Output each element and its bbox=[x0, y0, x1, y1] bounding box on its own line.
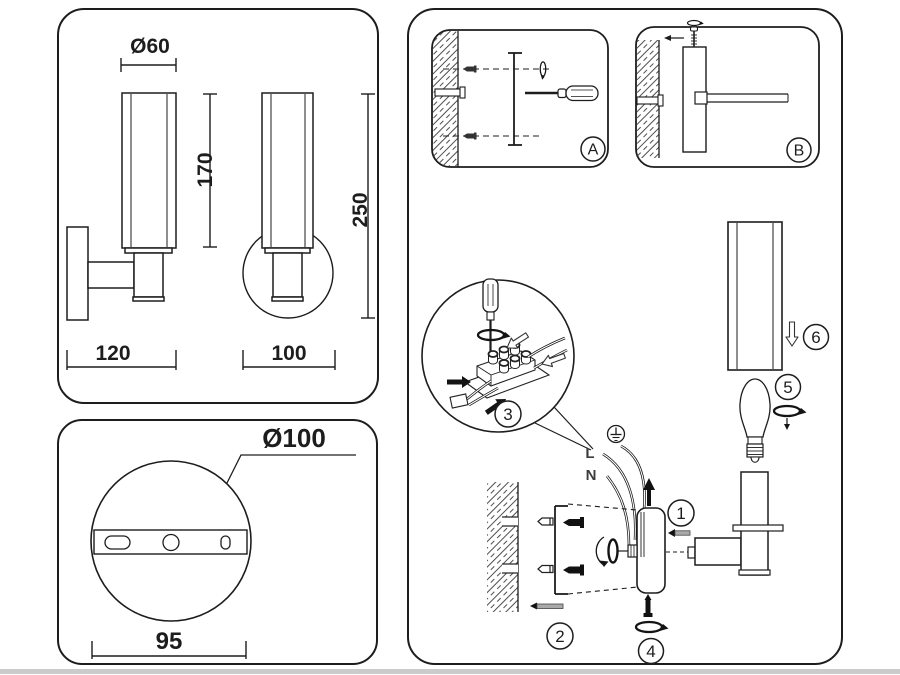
lamp-arm-side bbox=[694, 91, 789, 105]
step-2-screw-icon bbox=[530, 602, 564, 610]
body-cylinder bbox=[740, 471, 769, 576]
step-2-badge bbox=[546, 622, 574, 650]
lamp-parts: 5 6 bbox=[687, 221, 830, 576]
arm-tab bbox=[687, 546, 696, 559]
dim-shade-diameter-label: Ø60 bbox=[130, 35, 170, 58]
dim-shade-height bbox=[203, 93, 217, 248]
lamp-stem bbox=[133, 252, 164, 298]
adjust-screw-icon bbox=[689, 26, 699, 47]
wall-anchor-icon bbox=[537, 517, 554, 574]
wire-neutral-label: N bbox=[586, 467, 597, 484]
step-4-screw-icon bbox=[643, 594, 653, 617]
inset-a-letter: A bbox=[588, 142, 599, 159]
wire-end-connector bbox=[449, 393, 469, 409]
step-4-number: 4 bbox=[646, 642, 655, 661]
inset-a: A bbox=[431, 29, 609, 168]
stem-cap bbox=[271, 296, 304, 302]
mounting-bracket bbox=[508, 52, 522, 146]
center-hole bbox=[162, 533, 180, 552]
wall-stub bbox=[636, 96, 661, 105]
backplate-front-view bbox=[90, 460, 252, 622]
dim-shade-height-label: 170 bbox=[194, 152, 217, 187]
wall-stub bbox=[434, 88, 462, 97]
screw-icon bbox=[463, 65, 477, 140]
side-hole bbox=[220, 535, 231, 550]
dim-hole-spacing bbox=[91, 641, 247, 659]
lamp-front-view bbox=[242, 92, 334, 319]
screwdriver-icon bbox=[482, 278, 499, 352]
step-1-badge bbox=[667, 499, 695, 527]
slot-hole bbox=[104, 535, 131, 550]
wire-live-label: L bbox=[585, 445, 594, 462]
shade-cylinder bbox=[727, 221, 783, 371]
lamp-arm bbox=[87, 261, 135, 289]
dim-total-height bbox=[361, 93, 375, 319]
step-6-badge bbox=[802, 323, 830, 351]
terminal-block-icon bbox=[463, 341, 551, 399]
earth-ground-icon bbox=[606, 424, 626, 444]
rotation-arrow-icon bbox=[595, 536, 609, 567]
wiring-detail-callout: 3 bbox=[421, 278, 594, 451]
dim-bracket-depth-label: 120 bbox=[95, 342, 130, 365]
panel-installation: A B bbox=[407, 8, 843, 665]
screwdriver-icon bbox=[525, 85, 599, 102]
screw-axes bbox=[443, 68, 553, 137]
shade-flange bbox=[732, 524, 784, 532]
dim-body-depth bbox=[242, 350, 336, 370]
dim-bracket-depth bbox=[66, 350, 177, 370]
inset-b: B bbox=[635, 19, 820, 168]
alignment-dashes bbox=[567, 503, 639, 595]
inset-b-letter: B bbox=[794, 143, 805, 160]
lamp-arm bbox=[694, 537, 742, 566]
step-4-badge bbox=[637, 637, 665, 665]
dim-shade-diameter bbox=[120, 58, 177, 72]
inset-b-badge bbox=[786, 137, 812, 163]
dim-hole-spacing-label: 95 bbox=[156, 628, 183, 655]
inset-a-badge bbox=[580, 136, 606, 162]
mounting-bracket bbox=[554, 505, 568, 595]
slide-arrow-icon bbox=[664, 35, 684, 41]
body-cap bbox=[738, 569, 771, 576]
dim-plate-diameter-label: Ø100 bbox=[262, 423, 326, 453]
step-3-number: 3 bbox=[503, 405, 512, 424]
wall-plate bbox=[66, 226, 89, 321]
arrow-down-small-icon bbox=[784, 418, 790, 430]
wall-hatch bbox=[433, 31, 458, 166]
step-5-number: 5 bbox=[783, 378, 792, 397]
step-6-number: 6 bbox=[811, 328, 820, 347]
lamp-shade bbox=[121, 92, 177, 249]
main-assembly: 1 2 4 bbox=[487, 478, 695, 665]
stem-cap bbox=[132, 296, 165, 302]
bulb-icon bbox=[739, 378, 771, 463]
arrow-up-icon bbox=[643, 478, 655, 506]
screw-icon bbox=[563, 517, 584, 576]
page-bottom-edge bbox=[0, 669, 900, 674]
wall-hatch bbox=[487, 482, 518, 612]
rotation-disc-icon bbox=[607, 538, 619, 564]
panel-front-dimensions: Ø60 170 250 120 bbox=[57, 8, 379, 404]
leader-line bbox=[226, 454, 356, 484]
terminal-bolt bbox=[618, 544, 638, 558]
dim-body-depth-label: 100 bbox=[271, 342, 306, 365]
dim-total-height-label: 250 bbox=[349, 192, 372, 227]
step-3-badge bbox=[494, 400, 522, 428]
step-1-number: 1 bbox=[676, 504, 685, 523]
step-2-number: 2 bbox=[555, 627, 564, 646]
panel-backplate-dimensions: Ø100 95 bbox=[57, 419, 378, 665]
wire-labels: L N bbox=[585, 424, 646, 547]
wall-drill-holes bbox=[502, 516, 518, 574]
lamp-side-view bbox=[66, 92, 177, 321]
step-5-badge bbox=[774, 373, 802, 401]
lamp-body bbox=[687, 471, 784, 576]
slide-arrow-icon bbox=[668, 529, 691, 537]
lamp-stem bbox=[272, 252, 303, 298]
